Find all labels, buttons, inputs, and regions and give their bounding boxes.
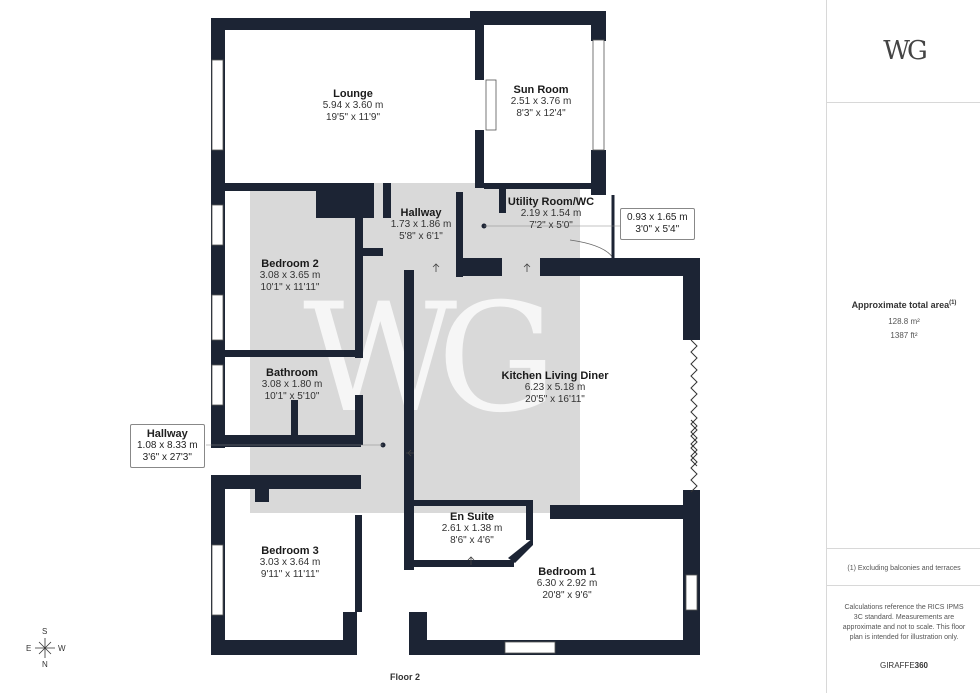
- room-metric: 6.23 x 5.18 m: [524, 382, 586, 393]
- room-metric: 3.08 x 1.80 m: [261, 379, 323, 390]
- compass-w: W: [58, 644, 66, 653]
- room-label-bedroom1: Bedroom 1 6.30 x 2.92 m 20'8" x 9'6": [537, 566, 598, 602]
- disclaimer: Calculations reference the RICS IPMS 3C …: [842, 604, 966, 641]
- room-imperial: 8'6" x 4'6": [450, 535, 494, 546]
- room-imperial: 3'0" x 5'4": [635, 224, 680, 235]
- room-label-kitchen: Kitchen Living Diner 6.23 x 5.18 m 20'5"…: [502, 370, 609, 406]
- room-name: Bedroom 3: [261, 545, 319, 557]
- room-name: Lounge: [333, 88, 373, 100]
- room-imperial: 5'8" x 6'1": [399, 231, 443, 242]
- room-label-en-suite: En Suite 2.61 x 1.38 m 8'6" x 4'6": [442, 511, 503, 547]
- info-panel: WG Approximate total area(1) 128.8 m² 13…: [826, 0, 980, 693]
- room-label-bedroom3: Bedroom 3 3.03 x 3.64 m 9'11" x 11'11": [260, 545, 321, 581]
- room-name: Hallway: [146, 428, 188, 440]
- door-arrows: [406, 263, 531, 565]
- room-imperial: 10'1" x 11'11": [260, 282, 320, 293]
- brand-bold: 360: [914, 661, 929, 670]
- room-metric: 0.93 x 1.65 m: [627, 212, 688, 223]
- compass-s: S: [42, 627, 48, 636]
- room-metric: 6.30 x 2.92 m: [536, 578, 598, 589]
- brand-footer: GIRAFFE360: [827, 660, 980, 671]
- room-imperial: 20'8" x 9'6": [542, 590, 592, 601]
- compass-icon: [35, 638, 55, 658]
- watermark: WG: [303, 272, 546, 446]
- room-label-lounge: Lounge 5.94 x 3.60 m 19'5" x 11'9": [323, 88, 384, 124]
- room-metric: 3.08 x 3.65 m: [259, 270, 321, 281]
- porch-door: [569, 239, 614, 259]
- room-imperial: 20'5" x 16'11": [525, 394, 585, 405]
- bifold-door-lower: [690, 419, 698, 493]
- room-name: Utility Room/WC: [507, 196, 595, 208]
- room-metric: 2.51 x 3.76 m: [510, 96, 572, 107]
- room-metric: 1.08 x 8.33 m: [137, 440, 198, 451]
- room-metric: 5.94 x 3.60 m: [322, 100, 384, 111]
- windows: [211, 39, 698, 654]
- compass-e: E: [26, 644, 32, 653]
- bifold-door-upper: [690, 339, 698, 467]
- brand-logo: WG: [883, 36, 928, 66]
- area-superscript: (1): [949, 300, 957, 306]
- footnote: (1) Excluding balconies and terraces: [847, 565, 961, 572]
- area-ft2: 1387 ft²: [890, 331, 918, 340]
- room-label-hallway-main: Hallway 1.08 x 8.33 m 3'6" x 27'3": [130, 424, 205, 468]
- room-name: Bedroom 1: [538, 566, 596, 578]
- brand-plain: GIRAFFE: [879, 661, 915, 670]
- room-label-bedroom2: Bedroom 2 3.08 x 3.65 m 10'1" x 11'11": [260, 258, 321, 294]
- room-imperial: 9'11" x 11'11": [260, 569, 320, 580]
- room-label-sun-room: Sun Room 2.51 x 3.76 m 8'3" x 12'4": [511, 84, 572, 120]
- compass-n: N: [42, 660, 48, 669]
- room-imperial: 8'3" x 12'4": [516, 108, 566, 119]
- room-name: Bathroom: [266, 367, 318, 379]
- room-metric: 2.61 x 1.38 m: [441, 523, 503, 534]
- area-m2: 128.8 m²: [888, 317, 920, 326]
- hallway-highlight: [250, 183, 580, 513]
- room-imperial: 10'1" x 5'10": [264, 391, 320, 402]
- room-name: Kitchen Living Diner: [501, 370, 609, 382]
- room-imperial: 19'5" x 11'9": [325, 112, 381, 123]
- room-label-bathroom: Bathroom 3.08 x 1.80 m 10'1" x 5'10": [262, 367, 323, 403]
- floor-label: Floor 2: [390, 672, 421, 682]
- room-label-utility: Utility Room/WC 2.19 x 1.54 m 7'2" x 5'0…: [508, 196, 594, 232]
- floor-plan: WG: [35, 11, 700, 658]
- room-name: Sun Room: [513, 84, 569, 96]
- room-label-porch: 0.93 x 1.65 m 3'0" x 5'4": [620, 208, 695, 240]
- room-label-hallway-upper: Hallway 1.73 x 1.86 m 5'8" x 6'1": [391, 207, 452, 243]
- room-name: En Suite: [449, 511, 494, 523]
- room-metric: 2.19 x 1.54 m: [520, 208, 582, 219]
- room-name: Bedroom 2: [261, 258, 319, 270]
- room-metric: 3.03 x 3.64 m: [259, 557, 321, 568]
- area-title: Approximate total area(1): [827, 298, 980, 311]
- room-metric: 1.73 x 1.86 m: [390, 219, 452, 230]
- room-name: Hallway: [400, 207, 442, 219]
- area-title-text: Approximate total area: [851, 300, 950, 310]
- room-imperial: 7'2" x 5'0": [529, 220, 573, 231]
- room-imperial: 3'6" x 27'3": [142, 452, 192, 463]
